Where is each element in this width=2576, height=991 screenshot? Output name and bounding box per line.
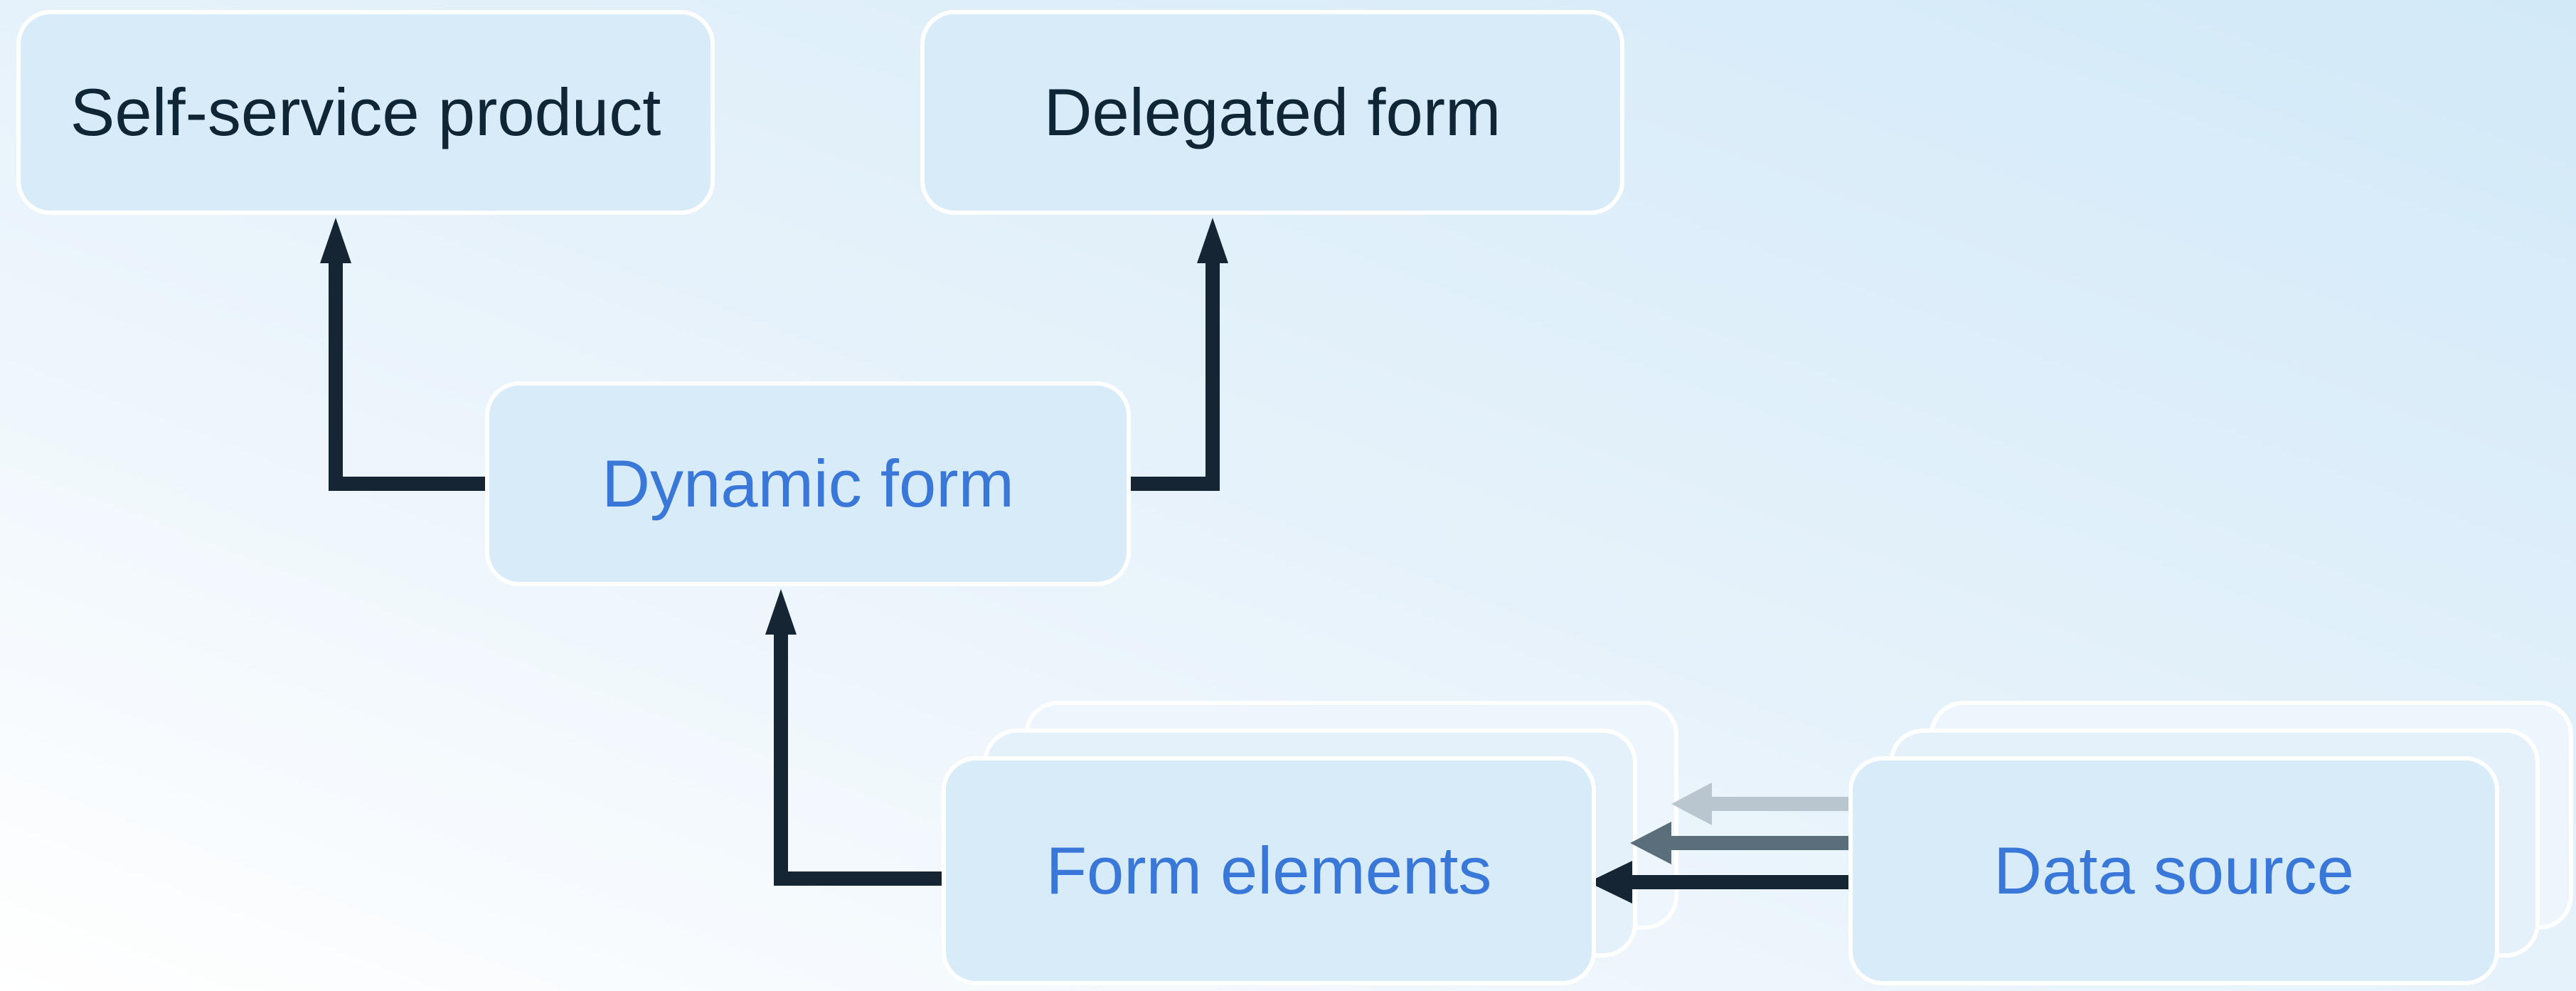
arrow-data-source-to-form-elements-front bbox=[1588, 861, 1849, 903]
arrow-dynamic-to-self-service bbox=[320, 218, 498, 491]
arrow-dynamic-to-delegated bbox=[1120, 218, 1228, 491]
arrowhead-up-icon bbox=[765, 589, 797, 635]
node-data-source: Data source bbox=[1848, 756, 2499, 985]
node-label-dynamic-form: Dynamic form bbox=[602, 446, 1014, 521]
arrow-form-elements-to-dynamic bbox=[765, 589, 956, 886]
node-dynamic-form: Dynamic form bbox=[485, 381, 1131, 586]
arrow-data-source-to-form-elements-middle bbox=[1630, 822, 1849, 864]
node-label-form-elements: Form elements bbox=[1045, 833, 1492, 908]
arrowhead-left-icon bbox=[1671, 783, 1712, 825]
node-self-service-product: Self-service product bbox=[16, 10, 715, 215]
arrow-data-source-to-form-elements-back bbox=[1671, 783, 1849, 825]
node-label-delegated-form: Delegated form bbox=[1043, 75, 1501, 149]
node-delegated-form: Delegated form bbox=[920, 10, 1624, 215]
node-label-self-service-product: Self-service product bbox=[70, 75, 661, 149]
node-label-data-source: Data source bbox=[1994, 833, 2354, 908]
node-form-elements: Form elements bbox=[942, 756, 1596, 985]
arrowhead-left-icon bbox=[1588, 861, 1632, 903]
arrowhead-left-icon bbox=[1630, 822, 1671, 864]
arrowhead-up-icon bbox=[1197, 218, 1228, 263]
arrowhead-up-icon bbox=[320, 218, 351, 263]
